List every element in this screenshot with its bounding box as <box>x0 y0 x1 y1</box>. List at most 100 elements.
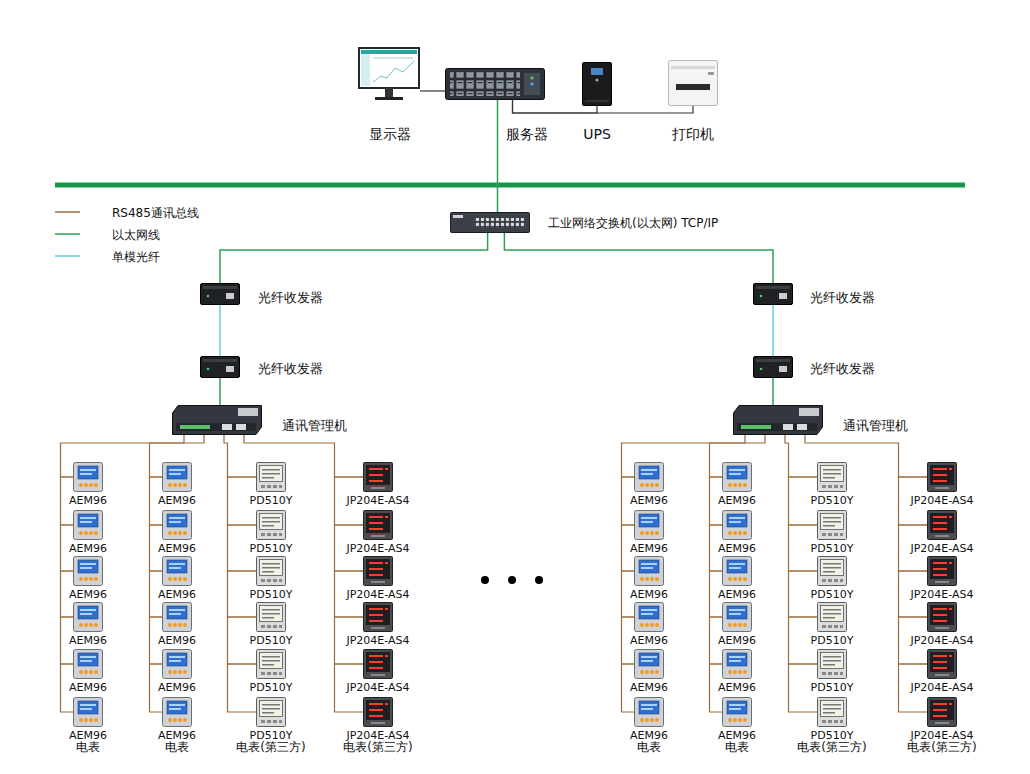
pd-image <box>818 698 847 727</box>
pd-icon <box>256 649 286 679</box>
jp-image <box>928 557 957 586</box>
jp-device: JP204E-AS4 <box>363 649 393 679</box>
monitor-image <box>359 48 419 100</box>
device-label: AEM96 <box>69 681 107 694</box>
jp-device: JP204E-AS4 <box>927 556 957 586</box>
pd-icon <box>817 510 847 540</box>
pd-device: PD510Y <box>256 602 286 632</box>
jp-icon <box>363 697 393 727</box>
server-icon <box>445 68 545 100</box>
device-label: AEM96 <box>718 634 756 647</box>
connector <box>772 378 774 405</box>
aem-icon <box>73 649 103 679</box>
aem-image <box>635 650 664 679</box>
device-label: JP204E-AS4 <box>910 588 973 601</box>
aem-icon <box>634 556 664 586</box>
aem-device: AEM96 <box>73 602 103 632</box>
connector <box>497 100 499 212</box>
jp-image <box>364 463 393 492</box>
jp-icon <box>927 602 957 632</box>
ellipsis-dot <box>535 576 543 584</box>
pd-device: PD510Y <box>256 510 286 540</box>
ups-icon <box>582 62 612 106</box>
device-label: AEM96 <box>158 542 196 555</box>
device-label: 工业网络交换机(以太网) TCP/IP <box>548 216 718 230</box>
pd-image <box>818 603 847 632</box>
jp-device: JP204E-AS4 <box>363 556 393 586</box>
legend-line <box>55 211 80 213</box>
aem-device: AEM96 <box>722 510 752 540</box>
device-label: AEM96 <box>718 588 756 601</box>
jp-image <box>364 511 393 540</box>
device-label: PD510Y <box>811 494 854 507</box>
aem-device: AEM96 <box>634 462 664 492</box>
jp-device: JP204E-AS4电表(第三方) <box>363 697 393 727</box>
pd-device: PD510Y <box>817 649 847 679</box>
device-label: PD510Y <box>811 588 854 601</box>
aem-device: AEM96 <box>634 556 664 586</box>
pd-device: PD510Y <box>256 649 286 679</box>
device-category: 电表(第三方) <box>343 740 412 754</box>
aem-device: AEM96电表 <box>634 697 664 727</box>
pd-icon <box>256 462 286 492</box>
aem-device: AEM96 <box>722 649 752 679</box>
conv-image <box>754 357 793 378</box>
jp-device: JP204E-AS4 <box>363 602 393 632</box>
aem-image <box>163 698 192 727</box>
pd-icon <box>817 697 847 727</box>
conv-device: 光纤收发器 <box>200 356 240 378</box>
aem-image <box>635 557 664 586</box>
mgr-icon <box>172 405 262 435</box>
device-label: PD510Y <box>811 681 854 694</box>
device-label: AEM96 <box>69 634 107 647</box>
jp-image <box>364 557 393 586</box>
device-label: AEM96 <box>158 634 196 647</box>
conv-icon <box>200 356 240 378</box>
aem-device: AEM96 <box>722 462 752 492</box>
device-label: JP204E-AS4 <box>346 634 409 647</box>
pd-device: PD510Y <box>817 556 847 586</box>
conv-device: 光纤收发器 <box>753 283 793 305</box>
pd-device: PD510Y电表(第三方) <box>256 697 286 727</box>
aem-image <box>74 463 103 492</box>
aem-device: AEM96 <box>634 602 664 632</box>
server-image <box>446 69 545 100</box>
legend-row: RS485通讯总线 <box>50 203 210 225</box>
device-label: PD510Y <box>811 634 854 647</box>
legend-sample <box>50 225 84 247</box>
jp-icon <box>927 649 957 679</box>
aem-icon <box>162 462 192 492</box>
device-label: JP204E-AS4 <box>910 681 973 694</box>
aem-device: AEM96 <box>162 602 192 632</box>
ethernet-bus <box>55 183 965 188</box>
aem-image <box>74 511 103 540</box>
connector <box>420 90 445 91</box>
connector <box>224 435 256 477</box>
connector <box>219 305 221 356</box>
device-label: 打印机 <box>672 126 714 143</box>
aem-icon <box>722 556 752 586</box>
conv-image <box>201 284 240 305</box>
aem-image <box>723 463 752 492</box>
aem-image <box>635 463 664 492</box>
aem-device: AEM96 <box>73 510 103 540</box>
ups-image <box>583 63 612 106</box>
device-label: PD510Y <box>250 542 293 555</box>
jp-icon <box>927 556 957 586</box>
jp-image <box>928 698 957 727</box>
aem-image <box>163 511 192 540</box>
aem-icon <box>73 697 103 727</box>
pd-device: PD510Y <box>817 462 847 492</box>
pd-image <box>257 603 286 632</box>
legend-text: 以太网线 <box>112 227 160 244</box>
pd-icon <box>817 602 847 632</box>
device-label: AEM96 <box>718 542 756 555</box>
aem-icon <box>634 462 664 492</box>
device-label: JP204E-AS4 <box>346 588 409 601</box>
connector <box>220 233 488 283</box>
switch-device: 工业网络交换机(以太网) TCP/IP <box>450 212 530 233</box>
pd-device: PD510Y <box>256 462 286 492</box>
